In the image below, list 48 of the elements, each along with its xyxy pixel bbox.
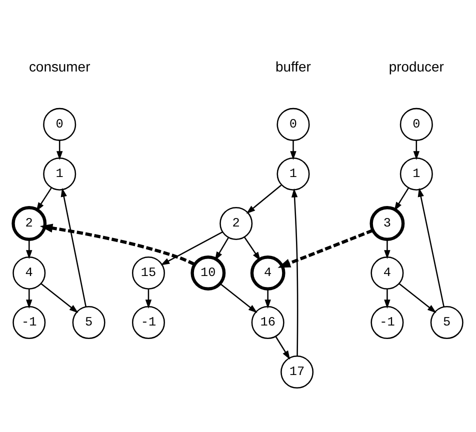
- node-circle: 4: [250, 255, 286, 290]
- arrow: [264, 288, 271, 308]
- node-circle: 0: [43, 107, 76, 140]
- label: producer: [388, 58, 444, 74]
- node-circle: 0: [276, 107, 310, 140]
- arrow: [145, 288, 152, 308]
- arrow: [418, 187, 444, 306]
- arrow: [214, 236, 230, 260]
- label: buffer: [276, 58, 311, 74]
- arrow: [398, 282, 436, 312]
- arrow: [160, 231, 223, 265]
- arrow: [291, 188, 298, 356]
- arrow: [56, 140, 63, 160]
- node-circle: 3: [370, 206, 405, 240]
- arrow: [220, 282, 258, 312]
- node-circle: -1: [12, 306, 46, 339]
- arrow: [40, 282, 78, 312]
- arrow: [26, 239, 32, 259]
- node-circle: 5: [72, 306, 106, 339]
- arrow: [60, 187, 87, 306]
- arrow: [246, 184, 282, 214]
- arrow: [40, 223, 195, 266]
- node-circle: 2: [12, 206, 47, 240]
- arrow: [244, 236, 261, 260]
- arrow: [394, 187, 409, 211]
- node-circle: 1: [400, 156, 433, 190]
- node-circle: 4: [12, 256, 46, 290]
- node-circle: 10: [190, 255, 226, 290]
- label: consumer: [28, 58, 90, 74]
- arrow: [384, 239, 390, 259]
- arrow: [413, 140, 420, 160]
- node-circle: 2: [220, 206, 253, 240]
- arrow: [278, 228, 374, 268]
- arrow: [36, 187, 52, 211]
- node-circle: -1: [132, 306, 165, 339]
- arrow: [26, 288, 32, 308]
- node-circle: -1: [370, 306, 404, 339]
- node-circle: 4: [370, 256, 404, 290]
- node-circle: 17: [280, 355, 314, 388]
- node-circle: 5: [430, 306, 464, 339]
- arrow: [275, 336, 290, 360]
- arrow: [290, 140, 296, 160]
- node-circle: 1: [43, 156, 76, 190]
- node-circle: 1: [276, 156, 310, 190]
- arrow: [384, 288, 390, 308]
- node-circle: 15: [132, 256, 165, 290]
- node-circle: 0: [400, 107, 433, 140]
- node-circle: 16: [251, 306, 284, 339]
